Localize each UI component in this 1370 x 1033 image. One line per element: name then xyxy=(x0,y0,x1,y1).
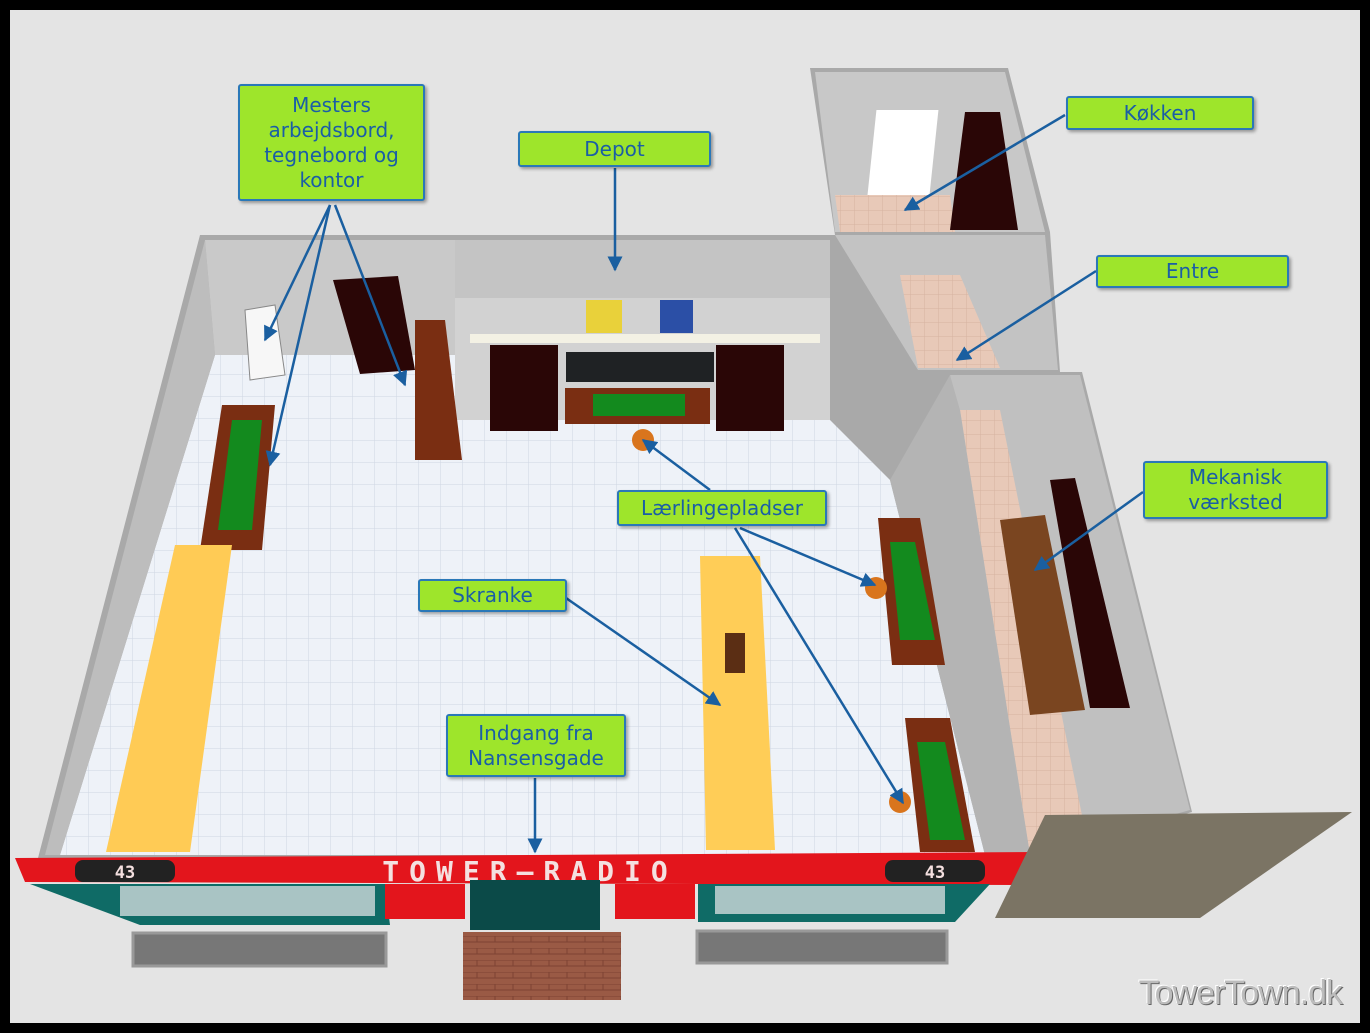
label-indgang: Indgang fra Nansensgade xyxy=(446,714,626,777)
label-mekanisk: Mekanisk værksted xyxy=(1143,461,1328,519)
entrance-steps xyxy=(463,932,621,1000)
arrow-mesters-drafting xyxy=(263,204,332,342)
label-entre: Entre xyxy=(1096,255,1289,288)
radio-rack xyxy=(566,352,714,382)
arrow-laerlinge-2 xyxy=(739,526,877,587)
master-cabinet xyxy=(333,276,415,374)
label-depot: Depot xyxy=(518,131,711,167)
display-shelves xyxy=(106,545,232,852)
arrow-skranke xyxy=(565,596,722,707)
store-sign-band xyxy=(15,852,1040,885)
entre-floor xyxy=(900,275,1000,368)
house-number-left: 43 xyxy=(115,863,135,883)
storefront-right-building xyxy=(995,812,1352,918)
drafting-table xyxy=(244,304,286,381)
right-partition xyxy=(890,375,1030,855)
cabinet-left xyxy=(490,345,558,431)
counter xyxy=(700,556,775,850)
entrance-door xyxy=(470,880,600,930)
red-panel-left xyxy=(385,884,465,919)
label-mesters: Mesters arbejdsbord, tegnebord og kontor xyxy=(238,84,425,201)
radio-poster-1 xyxy=(586,300,622,333)
kitchen-floor xyxy=(835,195,955,232)
radio-poster-2 xyxy=(660,300,693,333)
house-number-right: 43 xyxy=(925,863,945,883)
arrow-entre xyxy=(955,269,1097,362)
office-cabinet xyxy=(415,320,462,460)
workshop-bench xyxy=(1000,515,1085,715)
house-number-right-badge xyxy=(885,860,985,882)
window-glass-right xyxy=(715,886,945,914)
label-skranke: Skranke xyxy=(418,579,567,612)
workshop-cabinet xyxy=(1050,478,1130,708)
label-laerlinge: Lærlingepladser xyxy=(617,490,827,526)
window-glass-left xyxy=(120,886,375,916)
arrow-mekanisk xyxy=(1033,490,1144,572)
doormat-right xyxy=(695,929,949,965)
floor-plan-diagram: 43 43 TOWER—RADIO Mesters arbejdsbord, t… xyxy=(10,10,1360,1023)
house-number-left-badge xyxy=(75,860,175,882)
workbench-mat xyxy=(593,394,685,416)
counter-radio xyxy=(725,633,745,673)
master-desk-mat xyxy=(218,420,262,530)
apprentice-mat-1 xyxy=(890,542,935,640)
apprentice-mat-2 xyxy=(917,742,965,840)
arrow-laerlinge-3 xyxy=(733,527,905,805)
floor-plan-scene: 43 43 TOWER—RADIO xyxy=(15,68,1352,1000)
left-wall xyxy=(45,240,215,855)
watermark: TowerTown.dk xyxy=(1138,974,1343,1012)
arrow-kokken xyxy=(903,113,1066,212)
depot-shelf xyxy=(470,334,820,343)
stool-2 xyxy=(889,791,911,813)
depot-wall xyxy=(455,240,830,298)
arrow-mesters-office xyxy=(333,204,408,387)
doormat-left xyxy=(131,931,388,968)
kitchen-door xyxy=(867,110,939,195)
red-panel-right xyxy=(615,884,695,919)
arrow-laerlinge-1 xyxy=(641,438,711,492)
arrow-mesters-desk xyxy=(265,204,332,467)
kitchen-cabinet xyxy=(950,112,1018,230)
label-kokken: Køkken xyxy=(1066,96,1254,130)
stool-1 xyxy=(865,577,887,599)
cabinet-right xyxy=(716,345,784,431)
